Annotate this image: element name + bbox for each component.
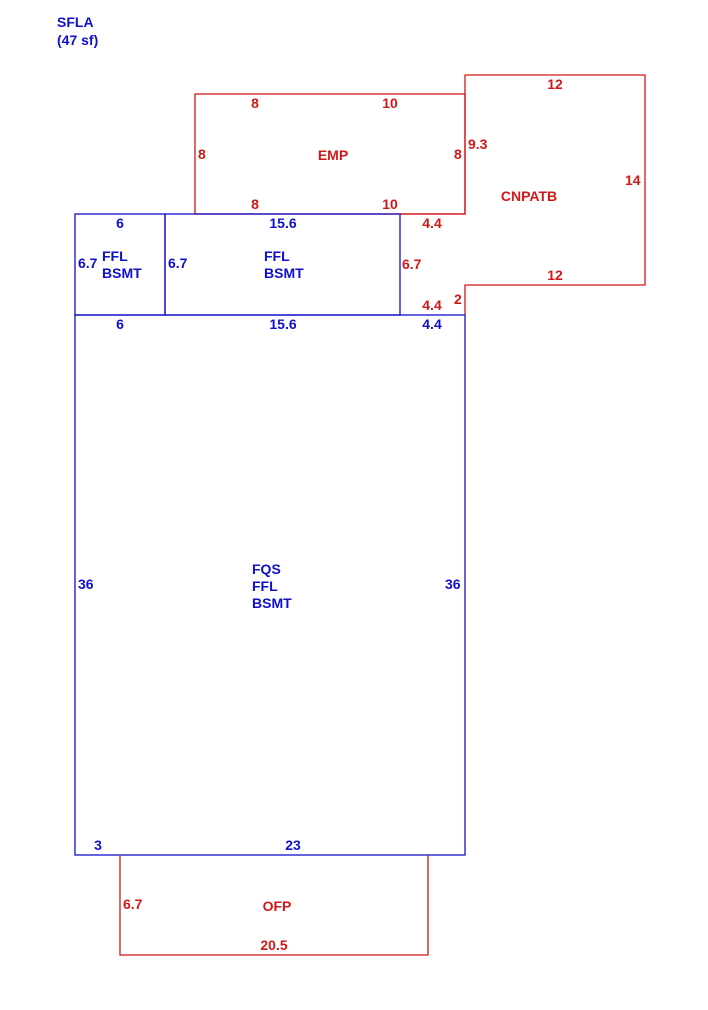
emp-dim-bottom-left: 8 xyxy=(251,196,259,212)
fqs-name-line3: BSMT xyxy=(252,595,292,611)
ffl-small-name-line1: FFL xyxy=(102,248,128,264)
cnpatb-dim-top: 12 xyxy=(547,76,563,92)
ffl-wide-name-line2: BSMT xyxy=(264,265,304,281)
ffl-wide-dim-bottom: 15.6 xyxy=(269,316,296,332)
fqs-dim-left: 36 xyxy=(78,576,94,592)
fqs-outline xyxy=(74,314,466,856)
ofp-dim-bottom: 20.5 xyxy=(260,937,287,953)
emp-dim-bottom-right: 10 xyxy=(382,196,398,212)
fqs-dim-top-right: 4.4 xyxy=(422,316,442,332)
emp-dim-top-left: 8 xyxy=(251,95,259,111)
cnpatb-dim-step-top: 4.4 xyxy=(422,215,442,231)
emp-dim-right: 8 xyxy=(454,146,462,162)
ffl-wide-dim-right: 6.7 xyxy=(402,256,422,272)
sfla-area-label: (47 sf) xyxy=(57,32,98,48)
cnpatb-dim-right: 14 xyxy=(625,172,641,188)
ffl-wide-dim-top: 15.6 xyxy=(269,215,296,231)
fqs-dim-right: 36 xyxy=(445,576,461,592)
ffl-wide-name-line1: FFL xyxy=(264,248,290,264)
cnpatb-outline xyxy=(464,74,646,315)
fqs-dim-bottom: 23 xyxy=(285,837,301,853)
ffl-small-dim-bottom: 6 xyxy=(116,316,124,332)
ffl-small-dim-left: 6.7 xyxy=(78,255,98,271)
fqs-name-line2: FFL xyxy=(252,578,278,594)
ffl-small-dim-top: 6 xyxy=(116,215,124,231)
emp-area-name: EMP xyxy=(318,147,348,163)
fqs-name-line1: FQS xyxy=(252,561,281,577)
ofp-area-name: OFP xyxy=(263,898,292,914)
cnpatb-dim-left-top: 9.3 xyxy=(468,136,488,152)
fqs-dim-bottom-left: 3 xyxy=(94,837,102,853)
cnpatb-dim-step-bottom: 4.4 xyxy=(422,297,442,313)
ffl-small-name-line2: BSMT xyxy=(102,265,142,281)
ffl-wide-dim-left: 6.7 xyxy=(168,255,188,271)
ofp-dim-left: 6.7 xyxy=(123,896,143,912)
cnpatb-area-name: CNPATB xyxy=(501,188,557,204)
emp-dim-top-right: 10 xyxy=(382,95,398,111)
emp-dim-left: 8 xyxy=(198,146,206,162)
ofp-outline xyxy=(119,855,429,956)
cnpatb-dim-bottom: 12 xyxy=(547,267,563,283)
sfla-label: SFLA xyxy=(57,14,94,30)
cnpatb-dim-left-bottom: 2 xyxy=(454,291,462,307)
